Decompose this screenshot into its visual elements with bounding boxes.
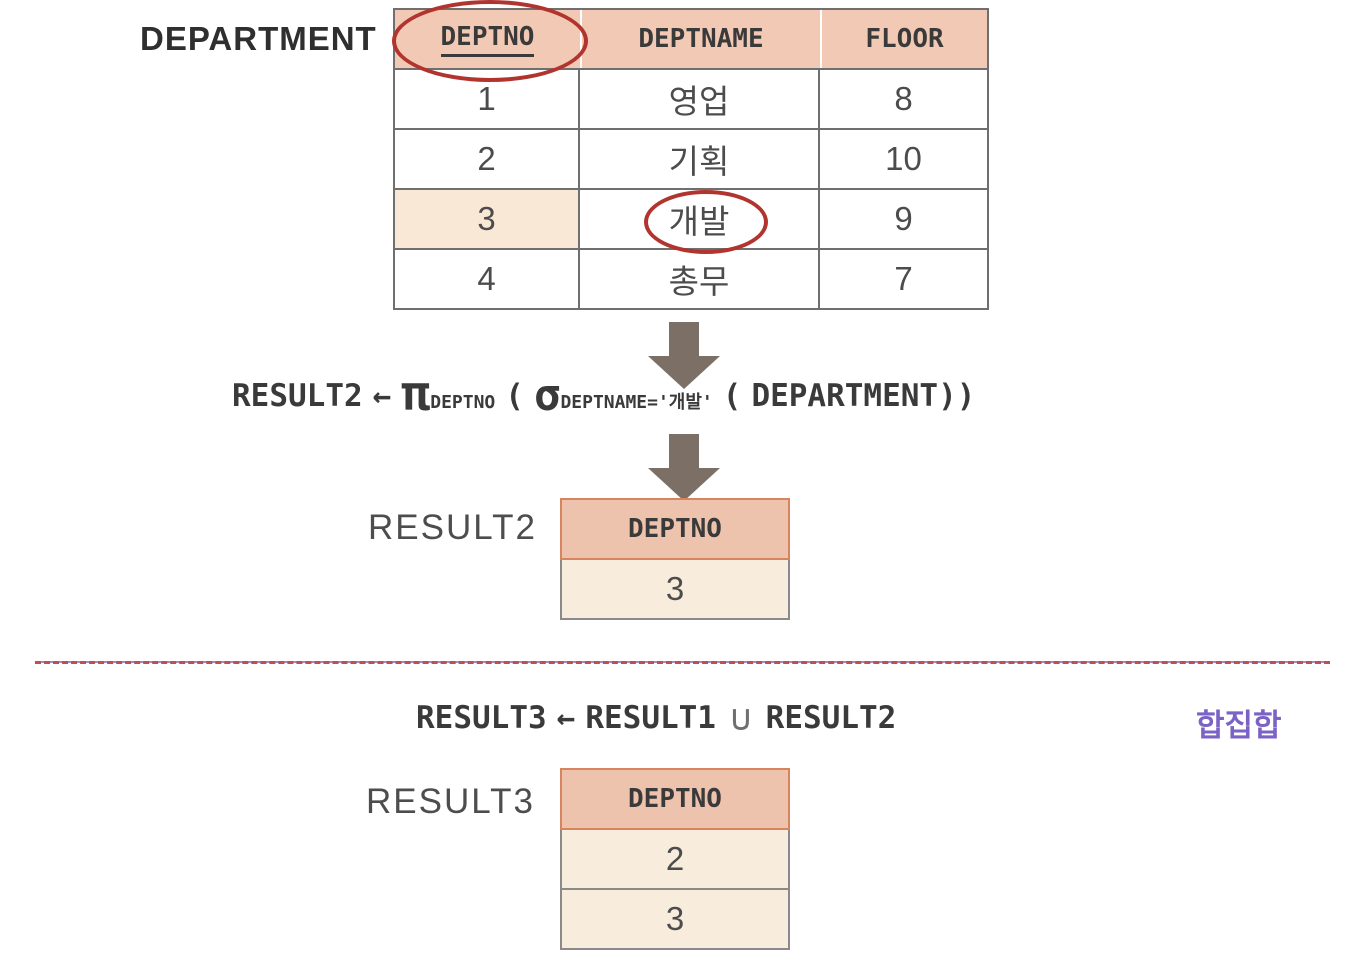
arrow-stem — [669, 434, 699, 468]
table-row: 2 기획 10 — [395, 130, 987, 190]
operand-result1: RESULT1 — [585, 700, 716, 736]
relational-algebra-expression-result2: RESULT2 ← π DEPTNO ( σ DEPTNAME='개발' ( D… — [232, 366, 976, 422]
formula-target: RESULT2 — [232, 378, 363, 414]
selected-value-ellipse — [644, 190, 768, 254]
down-arrow-icon — [648, 322, 720, 389]
cell-floor: 7 — [820, 250, 987, 308]
result3-table-label: RESULT3 — [366, 782, 535, 821]
cell-deptno-highlighted: 3 — [395, 190, 580, 248]
department-table-body: 1 영업 8 2 기획 10 3 개발 9 4 총무 7 — [395, 68, 987, 308]
assign-arrow-icon: ← — [556, 700, 576, 736]
assign-arrow-icon: ← — [372, 378, 392, 414]
cell-deptname: 기획 — [580, 130, 820, 188]
cell-floor: 10 — [820, 130, 987, 188]
cell-floor: 8 — [820, 70, 987, 128]
relation-name: DEPARTMENT — [751, 378, 939, 414]
cell-deptname: 총무 — [580, 250, 820, 308]
cell-deptno: 2 — [395, 130, 580, 188]
result2-table: DEPTNO 3 — [560, 498, 790, 620]
close-parens: )) — [938, 378, 976, 414]
result3-row: 3 — [560, 890, 790, 950]
arrow-tip — [648, 468, 720, 501]
arrow-stem — [669, 322, 699, 356]
primary-key-ellipse — [392, 0, 588, 82]
relational-algebra-expression-result3: RESULT3 ← RESULT1 ∪ RESULT2 — [416, 696, 897, 739]
result3-column-header: DEPTNO — [560, 768, 790, 830]
column-header-floor: FLOOR — [822, 10, 987, 68]
section-divider — [35, 660, 1330, 667]
result3-row: 2 — [560, 830, 790, 890]
result2-table-label: RESULT2 — [368, 508, 537, 547]
cell-deptname: 영업 — [580, 70, 820, 128]
operand-result2: RESULT2 — [765, 700, 897, 736]
divider-dashes — [35, 660, 1330, 664]
arrow-tip — [648, 356, 720, 389]
result2-row: 3 — [560, 560, 790, 620]
union-annotation: 합집합 — [1196, 708, 1282, 743]
cell-deptno: 4 — [395, 250, 580, 308]
result2-column-header: DEPTNO — [560, 498, 790, 560]
selection-subscript: DEPTNAME='개발' — [560, 392, 713, 413]
department-table-label: DEPARTMENT — [140, 20, 377, 57]
table-row: 4 총무 7 — [395, 250, 987, 308]
down-arrow-icon — [648, 434, 720, 501]
column-header-deptname: DEPTNAME — [582, 10, 820, 68]
open-paren: ( — [505, 378, 524, 414]
cell-floor: 9 — [820, 190, 987, 248]
open-paren: ( — [722, 378, 742, 414]
result3-table: DEPTNO 2 3 — [560, 768, 790, 950]
union-operator-icon: ∪ — [729, 698, 752, 739]
table-row: 1 영업 8 — [395, 70, 987, 130]
projection-subscript: DEPTNO — [430, 392, 496, 413]
formula-target: RESULT3 — [416, 700, 547, 736]
